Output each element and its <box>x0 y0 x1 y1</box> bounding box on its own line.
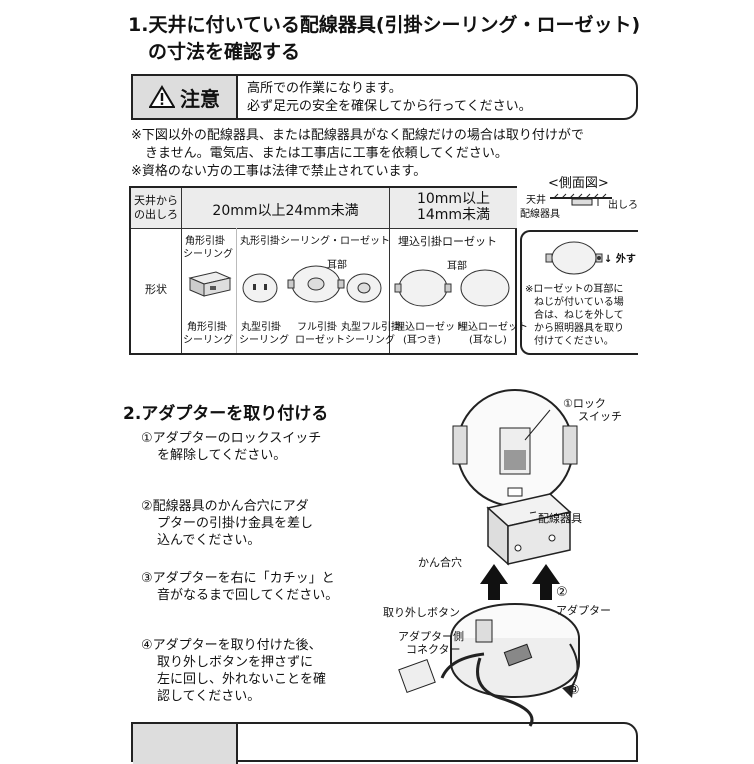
label-adapter: アダプター <box>556 604 611 617</box>
caution-box-bottom-partial <box>131 722 638 764</box>
side-view-diagram <box>550 193 612 206</box>
header-10-14mm-1: 10mm以上 <box>416 191 491 207</box>
down-arrow-icon: ↓ <box>604 254 613 265</box>
caption-round-1: 丸型引掛 <box>241 322 281 333</box>
square-ceiling-fixture-image <box>188 271 232 297</box>
group3-ear-label: 耳部 <box>447 261 467 272</box>
warning-triangle-icon <box>149 85 175 108</box>
remove-text: 外す <box>615 254 636 265</box>
side-view-fixture: 配線器具 <box>520 209 560 220</box>
step4: ④アダプターを取り付けた後、 取り外しボタンを押さずに 左に回し、外れないことを… <box>141 637 356 705</box>
side-view-title: <側面図> <box>548 176 609 191</box>
side-note-2: ねじが付いている場 <box>534 297 624 308</box>
step1: ①アダプターのロックスイッチ を解除してください。 <box>141 430 356 464</box>
caution-box: 注意 高所での作業になります。 必ず足元の安全を確保してから行ってください。 <box>131 74 638 120</box>
step4-line2: 取り外しボタンを押さずに <box>157 655 314 670</box>
caption-full-2: ローゼット <box>295 335 345 346</box>
header-protrusion-2: の出しろ <box>134 208 178 221</box>
step1-line2: を解除してください。 <box>157 448 287 463</box>
caption-round-full-1: 丸型フル引掛 <box>341 322 401 333</box>
side-note-3: 合は、ねじを外して <box>534 310 624 321</box>
caption-round-full-2: シーリング <box>345 335 395 346</box>
caption-full-1: フル引掛 <box>297 322 337 333</box>
caption-square-1: 角形引掛 <box>187 322 227 333</box>
adapter-install-diagram <box>398 389 580 727</box>
label-step3-mark: ③ <box>568 683 580 698</box>
label-step2-mark: ② <box>556 585 568 600</box>
fixture-table: 天井から の出しろ 20mm以上24mm未満 10mm以上 14mm未満 形状 … <box>129 186 528 355</box>
side-note-1: ※ローゼットの耳部に <box>525 284 624 295</box>
header-10-14mm-2: 14mm未満 <box>416 207 491 223</box>
round-ceiling-fixtures-image <box>242 265 382 303</box>
step2: ②配線器具のかん合穴にアダ プターの引掛け金具を差し 込んでください。 <box>141 498 356 549</box>
side-note-5: 付けてください。 <box>534 336 614 347</box>
remove-screw-label: ↓ 外す <box>604 254 636 266</box>
step3-line1: ③アダプターを右に「カチッ」と <box>141 571 335 586</box>
label-connector-2: コネクター <box>406 643 461 656</box>
step4-line1: ④アダプターを取り付けた後、 <box>141 638 322 653</box>
label-fixture: 配線器具 <box>538 512 582 525</box>
group1-title-1: 角形引掛 <box>185 236 225 247</box>
caption-embedded-noear-1: 埋込ローゼット <box>458 322 528 333</box>
label-lock-switch-2: スイッチ <box>578 410 622 423</box>
header-20-24mm: 20mm以上24mm未満 <box>212 203 359 219</box>
note-line3: ※資格のない方の工事は法律で禁止されています。 <box>131 164 427 179</box>
step4-line3: 左に回し、外れないことを確 <box>157 672 327 687</box>
label-hole: かん合穴 <box>418 556 462 569</box>
caution-label: 注意 <box>133 76 238 118</box>
ear-screw-note-box: ↓ 外す ※ローゼットの耳部に ねじが付いている場 合は、ねじを外して から照明… <box>520 230 638 355</box>
note-line1: ※下図以外の配線器具、または配線器具がなく配線だけの場合は取り付けがで <box>131 128 584 143</box>
side-view-protrusion: 出しろ <box>608 200 638 211</box>
step2-line3: 込んでください。 <box>157 533 261 548</box>
caption-embedded-ear-1: 埋込ローゼット <box>395 322 465 333</box>
label-connector-1: アダプター側 <box>398 630 464 643</box>
embedded-rosette-image <box>394 269 510 307</box>
caution-line1: 高所での作業になります。 <box>247 81 402 96</box>
side-note-4: から照明器具を取り <box>534 323 624 334</box>
row-label-shape: 形状 <box>145 283 167 296</box>
caption-square-2: シーリング <box>183 335 233 346</box>
side-view-ceiling: 天井 <box>526 195 546 206</box>
group3-title: 埋込引掛ローゼット <box>398 235 497 248</box>
step2-line1: ②配線器具のかん合穴にアダ <box>141 499 309 514</box>
section1-title-line2: の寸法を確認する <box>148 41 301 63</box>
rosette-ear-screw-image <box>545 241 603 275</box>
header-protrusion-1: 天井から <box>134 194 178 207</box>
caption-round-2: シーリング <box>239 335 289 346</box>
group2-ear-label: 耳部 <box>327 260 347 271</box>
caption-embedded-noear-2: (耳なし) <box>469 335 507 346</box>
group2-title: 丸形引掛シーリング・ローゼット <box>240 236 390 247</box>
caution-line2: 必ず足元の安全を確保してから行ってください。 <box>247 99 532 114</box>
note-line2: きません。電気店、または工事店に工事を依頼してください。 <box>145 146 508 161</box>
group1-title-2: シーリング <box>183 249 233 260</box>
section2-title: 2.アダプターを取り付ける <box>123 404 329 424</box>
label-lock-switch-1: ①ロック <box>563 397 606 410</box>
step1-line1: ①アダプターのロックスイッチ <box>141 431 322 446</box>
step3-line2: 音がなるまで回してください。 <box>157 588 339 603</box>
step2-line2: プターの引掛け金具を差し <box>157 516 314 531</box>
caution-word: 注意 <box>180 86 220 111</box>
label-remove-button: 取り外しボタン <box>383 606 460 619</box>
caption-embedded-ear-2: (耳つき) <box>403 335 441 346</box>
section1-title-line1: 1.天井に付いている配線器具(引掛シーリング・ローゼット) <box>128 14 641 36</box>
step3: ③アダプターを右に「カチッ」と 音がなるまで回してください。 <box>141 570 356 604</box>
step4-line4: 認してください。 <box>157 689 261 704</box>
